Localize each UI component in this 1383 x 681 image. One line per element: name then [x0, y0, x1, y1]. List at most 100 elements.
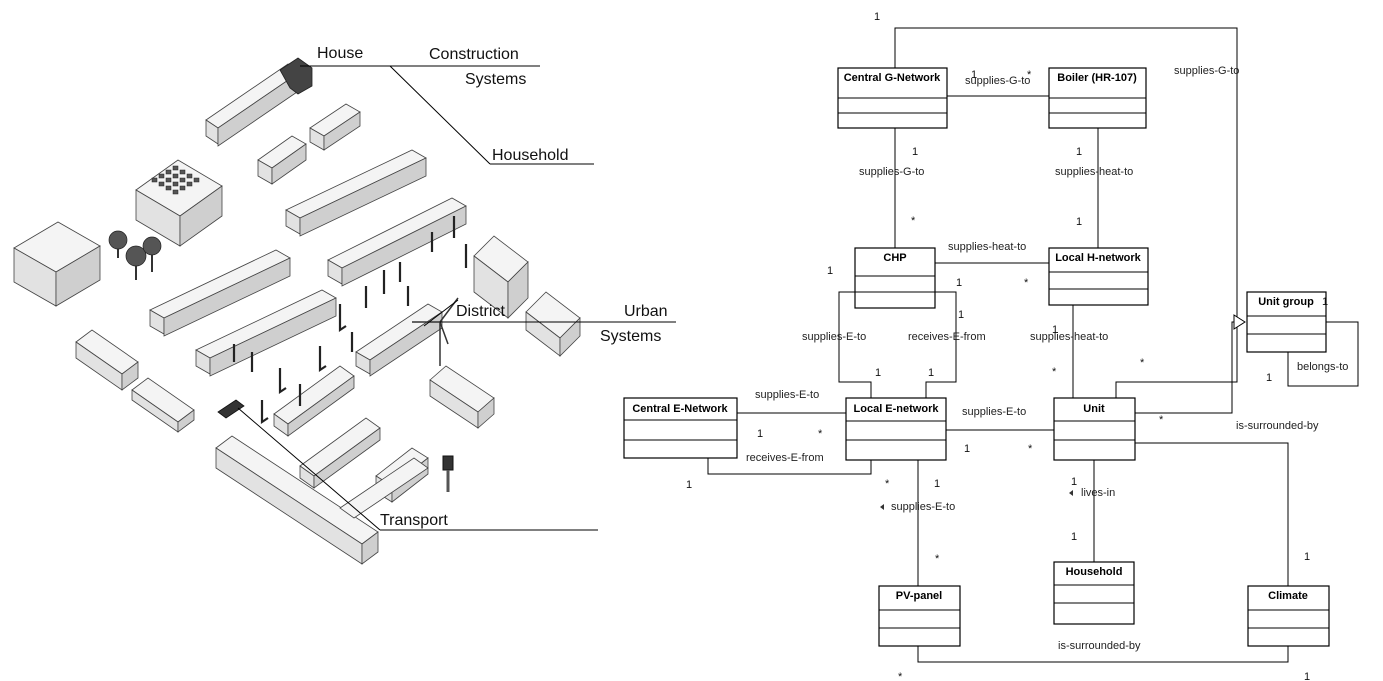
- multiplicity: *: [1140, 357, 1145, 369]
- multiplicity: 1: [928, 367, 934, 379]
- multiplicity: 1: [971, 69, 977, 81]
- multiplicity: *: [1024, 277, 1029, 289]
- house-row-4: [195, 289, 337, 377]
- class-local-h-network: Local H-network: [1048, 247, 1149, 306]
- multiplicity: 1: [1304, 671, 1310, 681]
- charging-pole: [442, 455, 454, 492]
- class-climate: Climate: [1247, 585, 1330, 647]
- nav-arrow-icon: [880, 504, 884, 510]
- multiplicity: *: [818, 428, 823, 440]
- multiplicity: *: [1159, 414, 1164, 426]
- class-household: Household: [1053, 561, 1135, 625]
- block-right-1: [473, 235, 529, 319]
- relation-label: supplies-heat-to: [948, 241, 1026, 253]
- multiplicity: 1: [912, 146, 918, 158]
- multiplicity: 1: [1071, 531, 1077, 543]
- label-leader-lines: [237, 65, 676, 531]
- label-urban-systems: Systems: [600, 328, 661, 345]
- relation-label: is-surrounded-by: [1236, 420, 1319, 432]
- class-name: Central E-Network: [632, 403, 728, 415]
- relation-label: is-surrounded-by: [1058, 640, 1141, 652]
- multiplicity: *: [898, 671, 903, 681]
- house-right-3: [429, 365, 495, 429]
- label-district: District: [456, 303, 505, 320]
- multiplicity: 1: [1071, 476, 1077, 488]
- multiplicity: *: [935, 553, 940, 565]
- relation-label: supplies-G-to: [859, 166, 924, 178]
- multiplicity: *: [911, 215, 916, 227]
- slab-left-1: [75, 329, 139, 391]
- label-urban: Urban: [624, 303, 668, 320]
- label-construction-systems: Systems: [465, 71, 526, 88]
- class-boiler: Boiler (HR-107): [1048, 67, 1147, 129]
- trees: [108, 230, 162, 280]
- uml-diagram: Central G-Network Boiler (HR-107) CHP Lo…: [623, 11, 1359, 681]
- class-pv-panel: PV-panel: [878, 585, 961, 647]
- multiplicity: 1: [934, 478, 940, 490]
- multiplicity: 1: [1076, 146, 1082, 158]
- class-unit: Unit: [1053, 397, 1136, 461]
- class-name: Climate: [1268, 590, 1308, 602]
- multiplicity: *: [1052, 366, 1057, 378]
- relation-label: supplies-E-to: [755, 389, 819, 401]
- slab-center-2: [299, 417, 381, 489]
- label-household: Household: [492, 147, 569, 164]
- relation-label: supplies-E-to: [802, 331, 866, 343]
- multiplicity: 1: [1304, 551, 1310, 563]
- class-name: Local H-network: [1055, 252, 1141, 264]
- class-central-e-network: Central E-Network: [623, 397, 738, 459]
- car-icon: [217, 399, 245, 419]
- generalization-arrow-icon: [1233, 314, 1246, 330]
- relation-label: supplies-E-to: [962, 406, 1026, 418]
- house-row-3: [149, 249, 291, 337]
- house-small-2: [309, 103, 361, 151]
- class-name: Household: [1066, 566, 1123, 578]
- relation-label: supplies-G-to: [1174, 65, 1239, 77]
- multiplicity: 1: [827, 265, 833, 277]
- street-lamps: [232, 216, 468, 425]
- relation-label: supplies-heat-to: [1055, 166, 1133, 178]
- class-central-g-network: Central G-Network: [837, 67, 948, 129]
- class-name: Boiler (HR-107): [1057, 72, 1137, 84]
- relation-label: supplies-E-to: [891, 501, 955, 513]
- multiplicity: 1: [757, 428, 763, 440]
- multiplicity: *: [1027, 69, 1032, 81]
- house-row-1: [285, 149, 427, 237]
- multiplicity: *: [885, 478, 890, 490]
- multiplicity: *: [1028, 443, 1033, 455]
- house-small-3: [257, 135, 307, 185]
- multiplicity: 1: [1076, 216, 1082, 228]
- district-illustration: House Construction Systems Household Dis…: [13, 45, 676, 565]
- multiplicity: 1: [874, 11, 880, 23]
- label-house: House: [317, 45, 363, 62]
- relation-label: supplies-G-to: [965, 75, 1030, 87]
- relation-label: receives-E-from: [746, 452, 824, 464]
- multiplicity: 1: [958, 309, 964, 321]
- relation-label: belongs-to: [1297, 361, 1348, 373]
- relation-label: lives-in: [1081, 487, 1115, 499]
- multiplicity: 1: [1266, 372, 1272, 384]
- multiplicity: 1: [875, 367, 881, 379]
- solar-roof-building: [135, 159, 223, 247]
- slab-left-2: [131, 377, 195, 433]
- l-block-bottom: [215, 435, 429, 565]
- class-local-e-network: Local E-network: [845, 397, 947, 461]
- multiplicity: 1: [964, 443, 970, 455]
- nav-arrow-icon: [1069, 490, 1073, 496]
- class-chp: CHP: [854, 247, 936, 309]
- house-row-top: [205, 57, 313, 147]
- class-name: CHP: [883, 252, 906, 264]
- house-row-2: [327, 197, 467, 287]
- building-block-left: [13, 221, 101, 307]
- label-construction: Construction: [429, 46, 519, 63]
- long-house-center: [355, 303, 443, 377]
- class-name: Unit: [1083, 403, 1105, 415]
- class-name: Local E-network: [854, 403, 940, 415]
- class-unit-group: Unit group: [1246, 291, 1327, 353]
- slab-center-1: [273, 365, 355, 437]
- class-name: Central G-Network: [844, 72, 941, 84]
- multiplicity: 1: [956, 277, 962, 289]
- multiplicity: 1: [1052, 324, 1058, 336]
- relation-label: receives-E-from: [908, 331, 986, 343]
